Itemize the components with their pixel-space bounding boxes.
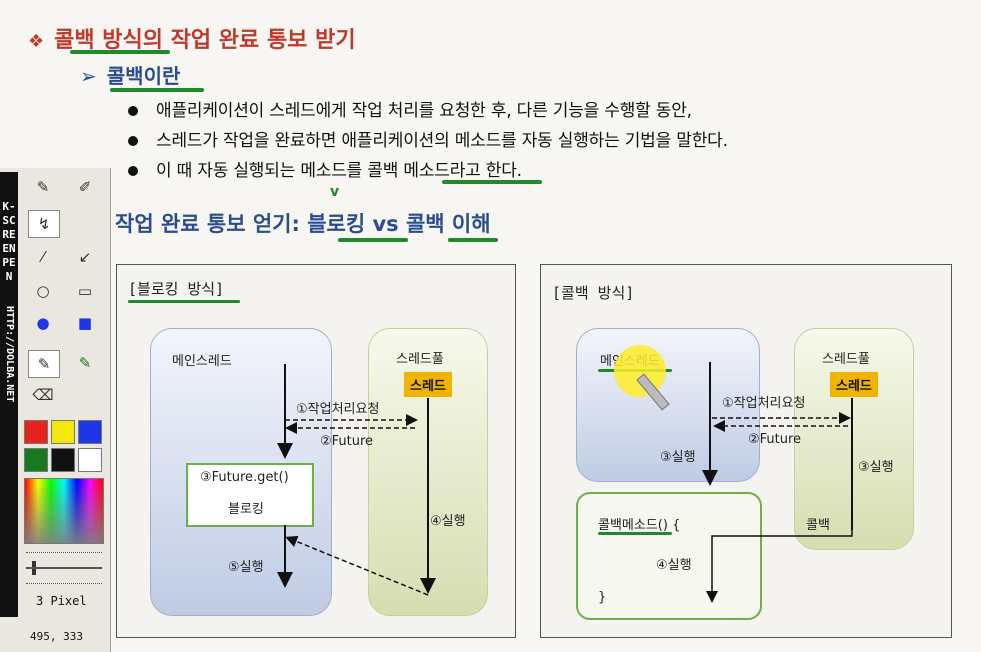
bullet-item: 애플리케이션이 스레드에게 작업 처리를 요청한 후, 다른 기능을 수행할 동…	[128, 96, 692, 121]
request-label: ①작업처리요청	[722, 396, 806, 411]
bullet-item: 스레드가 작업을 완료하면 애플리케이션의 메소드를 자동 실행하는 기법을 말…	[128, 126, 728, 151]
color-swatch-green[interactable]	[24, 448, 48, 472]
main-thread-label: 메인스레드	[172, 354, 232, 369]
arrow-bullet-icon: ➢	[80, 64, 97, 88]
cursor-highlight	[614, 345, 666, 397]
run4-label: ④실행	[656, 558, 692, 573]
blocking-label: [블로킹 방식]	[128, 280, 225, 298]
callback-method-underline2	[598, 532, 672, 535]
brand-url: HTTP://DOLBA.NET	[4, 306, 15, 403]
arrow-pen-icon[interactable]: ↙	[78, 248, 92, 266]
toolbar-brand-strip: K-SCREEN PEN HTTP://DOLBA.NET	[0, 172, 18, 617]
line-pen-icon[interactable]: ⁄	[41, 248, 45, 266]
run3-main-label: ③실행	[660, 450, 696, 465]
pen-set-icon[interactable]: ✐	[78, 178, 92, 196]
run3-pool-label: ③실행	[858, 460, 894, 475]
blocking-underline	[338, 238, 408, 242]
section-heading: 작업 완료 통보 얻기: 블로킹 vs 콜백 이해	[115, 212, 491, 236]
fill-ellipse-icon[interactable]: ●	[36, 314, 50, 332]
ellipse-pen-icon[interactable]: ○	[36, 282, 50, 300]
future-label: ②Future	[748, 432, 802, 447]
marker-icon[interactable]: ✎	[78, 354, 92, 372]
future-get-box	[186, 463, 314, 527]
check-mark: v	[330, 184, 340, 200]
color-swatch-black[interactable]	[51, 448, 75, 472]
coords-readout: 495, 333	[0, 622, 110, 652]
close-brace: }	[598, 590, 607, 605]
color-palette[interactable]	[24, 478, 104, 544]
color-swatch-yellow[interactable]	[51, 420, 75, 444]
thread-tag: 스레드	[404, 372, 452, 397]
rect-pen-icon[interactable]: ▭	[77, 282, 93, 300]
pen-size-slider[interactable]	[26, 552, 102, 584]
thread-pool-label: 스레드풀	[822, 352, 870, 367]
screen-pen-toolbar	[0, 168, 111, 652]
title-bullet: ❖	[28, 31, 45, 52]
pencil-icon[interactable]: ✎	[36, 178, 50, 196]
callback-underline	[448, 238, 498, 242]
callback-method-label: 콜백메소드() {	[598, 518, 681, 533]
callback-thread-pool	[794, 328, 914, 550]
blocking-text: 블로킹	[228, 502, 264, 517]
slider-track	[26, 567, 102, 569]
callback-label: [콜백 방식]	[552, 284, 635, 302]
curve-pen-icon[interactable]: ↯	[28, 210, 60, 238]
callback-method-box	[576, 492, 762, 620]
run5-label: ⑤실행	[228, 560, 264, 575]
slide-title: ❖콜백 방식의 작업 완료 통보 받기	[28, 28, 356, 53]
color-swatch-red[interactable]	[24, 420, 48, 444]
blocking-label-underline	[128, 300, 240, 303]
brand-text: K-SCREEN PEN	[2, 200, 16, 283]
bullet-item: 이 때 자동 실행되는 메소드를 콜백 메소드라고 한다.	[128, 156, 522, 181]
color-swatch-blue[interactable]	[78, 420, 102, 444]
eraser-icon[interactable]: ⌫	[32, 386, 54, 404]
color-swatch-white[interactable]	[78, 448, 102, 472]
fill-rect-icon[interactable]: ■	[77, 314, 93, 332]
highlighter-icon[interactable]: ✎	[28, 350, 60, 378]
subtitle-underline	[110, 88, 204, 92]
section-subtitle: ➢콜백이란	[80, 64, 181, 88]
title-underline	[70, 50, 170, 54]
callback-label-text: 콜백	[806, 518, 830, 533]
run4-label: ④실행	[430, 514, 466, 529]
future-label: ②Future	[320, 434, 374, 449]
callback-method-underline	[442, 180, 542, 184]
future-get-label: ③Future.get()	[200, 470, 289, 485]
pixel-size-label: 3 Pixel	[36, 594, 87, 608]
request-label: ①작업처리요청	[296, 402, 380, 417]
thread-tag: 스레드	[830, 372, 878, 397]
thread-pool-label: 스레드풀	[396, 352, 444, 367]
